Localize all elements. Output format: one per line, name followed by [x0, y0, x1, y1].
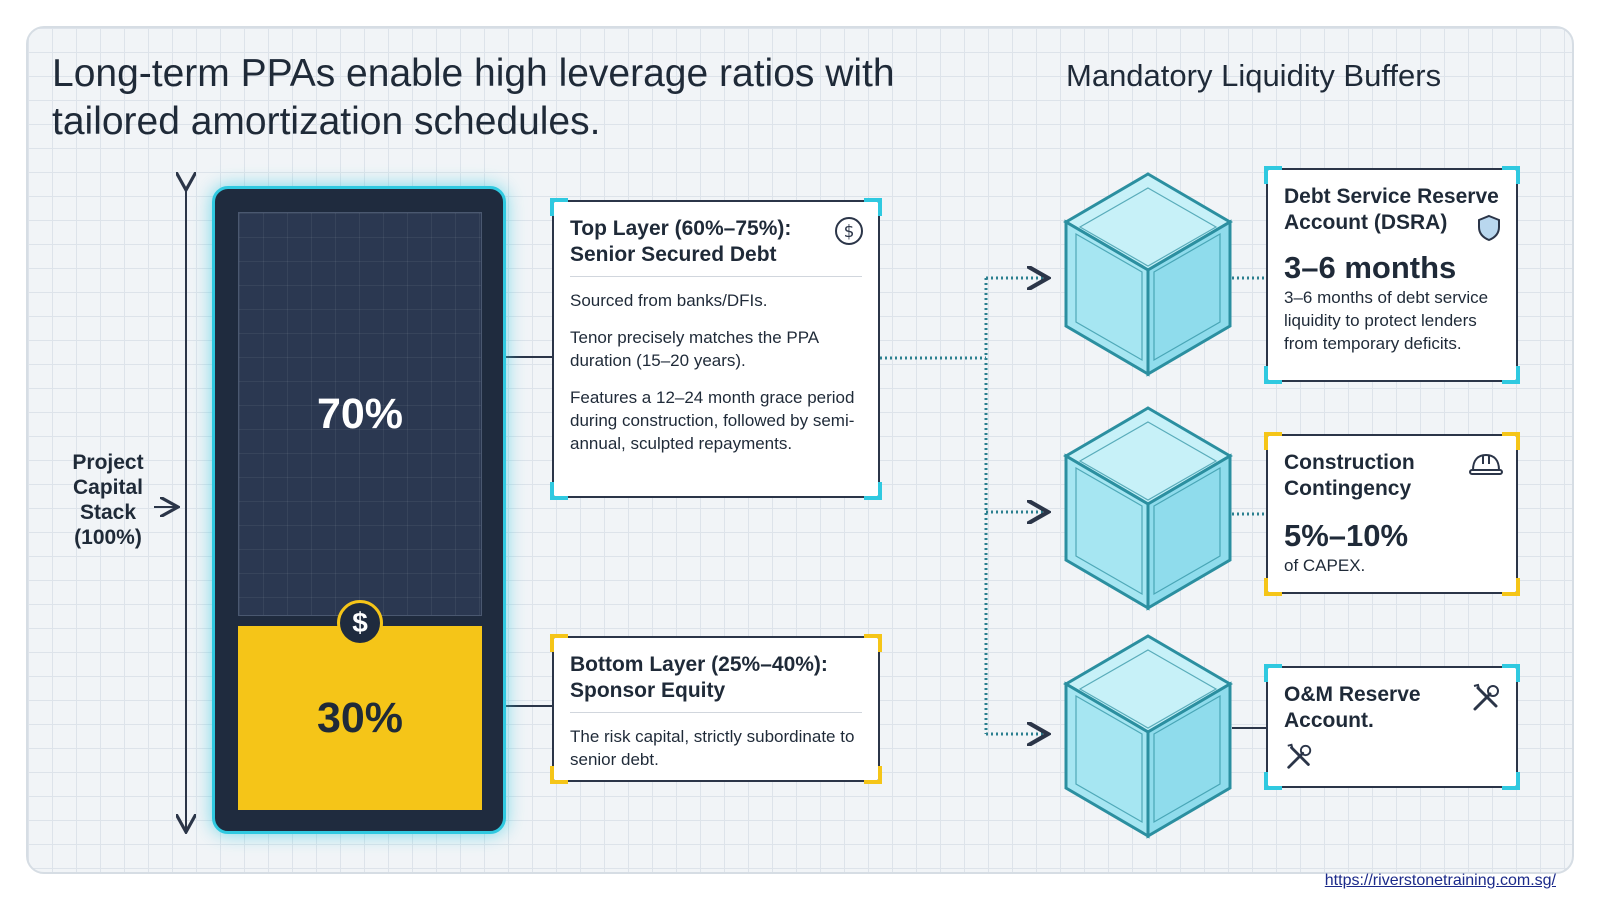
om-title: O&M Reserve Account.: [1284, 683, 1421, 732]
svg-text:$: $: [844, 222, 855, 242]
card-divider: [570, 712, 862, 713]
footer-link[interactable]: https://riverstonetraining.com.sg/: [1324, 872, 1556, 889]
senior-debt-title: Top Layer (60%–75%): Senior Secured Debt: [570, 217, 792, 266]
equity-card: Bottom Layer (25%–40%): Sponsor Equity T…: [550, 634, 882, 784]
senior-point-2: Tenor precisely matches the PPA duration…: [570, 328, 819, 370]
contingency-title: Construction Contingency: [1284, 451, 1415, 500]
senior-debt-percent: 70%: [316, 389, 404, 438]
dsra-card: Debt Service Reserve Account (DSRA) 3–6 …: [1264, 166, 1520, 384]
wrench-screwdriver-icon: [1473, 683, 1499, 711]
dollar-circle-icon: $: [835, 217, 863, 245]
dollar-symbol: $: [352, 607, 368, 638]
senior-debt-segment: 70%: [238, 212, 482, 616]
cube-icon-om: [1063, 634, 1233, 839]
contingency-value: 5%–10%: [1284, 518, 1409, 553]
shield-icon: [1478, 214, 1500, 242]
dsra-title: Debt Service Reserve Account (DSRA): [1284, 185, 1499, 234]
equity-text: The risk capital, strictly subordinate t…: [570, 727, 855, 769]
contingency-text: of CAPEX.: [1284, 556, 1366, 575]
senior-point-1: Sourced from banks/DFIs.: [570, 291, 768, 310]
dsra-value: 3–6 months: [1284, 250, 1457, 285]
main-title: Long-term PPAs enable high leverage rati…: [52, 52, 895, 143]
senior-debt-card: Top Layer (60%–75%): Senior Secured Debt…: [550, 198, 882, 500]
senior-point-3: Features a 12–24 month grace period duri…: [570, 388, 855, 453]
cube-icon-contingency: [1063, 406, 1233, 611]
side-title: Mandatory Liquidity Buffers: [1066, 58, 1442, 93]
equity-segment: 30%: [238, 626, 482, 810]
equity-title: Bottom Layer (25%–40%): Sponsor Equity: [570, 653, 828, 702]
contingency-card: Construction Contingency 5%–10% of CAPEX…: [1264, 432, 1520, 596]
equity-percent: 30%: [316, 693, 404, 742]
om-reserve-card: O&M Reserve Account.: [1264, 664, 1520, 790]
card-divider: [570, 276, 862, 277]
dollar-icon: $: [337, 600, 383, 646]
stack-label: Project Capital Stack (100%): [72, 451, 144, 549]
cube-icon-dsra: [1063, 172, 1233, 377]
wrench-screwdriver-icon: [1287, 743, 1312, 769]
dsra-text: 3–6 months of debt service liquidity to …: [1284, 288, 1489, 353]
hard-hat-icon: [1469, 453, 1503, 475]
